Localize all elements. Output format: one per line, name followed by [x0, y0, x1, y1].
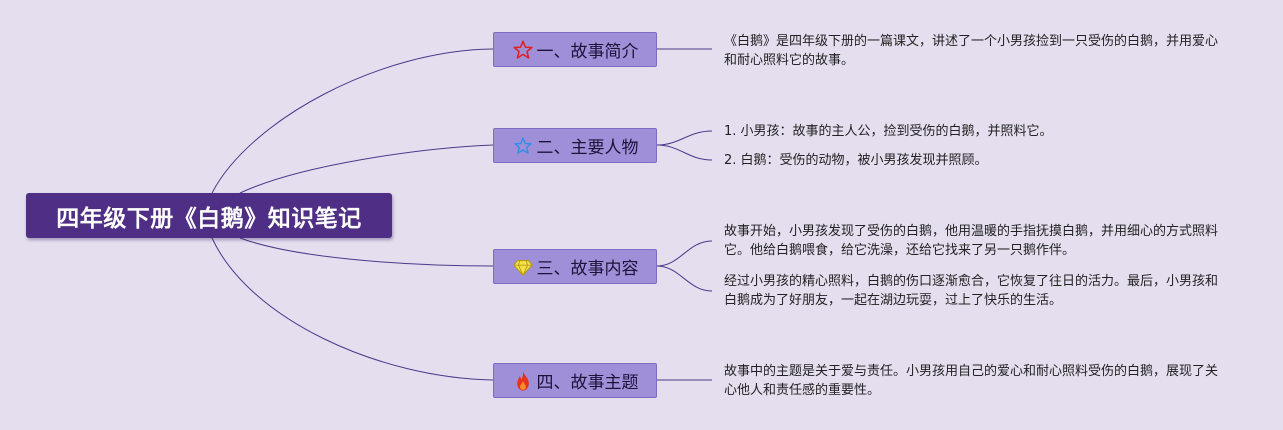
- leaf-character-goose: 2. 白鹅：受伤的动物，被小男孩发现并照顾。: [724, 153, 988, 168]
- branch-story-content[interactable]: 三、故事内容: [493, 249, 657, 284]
- connector-root-to-branch-2: [239, 144, 494, 194]
- leaf-content-beginning: 故事开始，小男孩发现了受伤的白鹅，他用温暖的手指抚摸白鹅，并用细心的方式照料它。…: [724, 224, 1219, 258]
- branch-label: 二、主要人物: [536, 138, 639, 158]
- connector-root-to-branch-4: [211, 237, 494, 381]
- root-topic[interactable]: 四年级下册《白鹅》知识笔记: [26, 193, 392, 238]
- branch-story-theme[interactable]: 四、故事主题: [493, 363, 657, 398]
- red-flame-icon: [512, 370, 534, 392]
- connector-branch-2-to-leaf-2: [656, 144, 713, 161]
- connector-branch-2-to-leaf-1: [656, 130, 713, 146]
- branch-story-intro[interactable]: 一、故事简介: [493, 32, 657, 67]
- leaf-character-boy: 1. 小男孩：故事的主人公，捡到受伤的白鹅，并照料它。: [724, 124, 1053, 139]
- yellow-diamond-icon: [512, 256, 534, 278]
- red-star-icon: [512, 39, 534, 61]
- connector-branch-3-to-leaf-2: [656, 265, 713, 292]
- branch-label: 三、故事内容: [536, 259, 639, 279]
- branch-main-characters[interactable]: 二、主要人物: [493, 128, 657, 163]
- leaf-story-intro: 《白鹅》是四年级下册的一篇课文，讲述了一个小男孩捡到一只受伤的白鹅，并用爱心和耐…: [724, 34, 1219, 68]
- connector-branch-3-to-leaf-1: [656, 240, 713, 267]
- root-title: 四年级下册《白鹅》知识笔记: [56, 205, 362, 232]
- blue-star-icon: [512, 135, 534, 157]
- leaf-story-theme: 故事中的主题是关于爱与责任。小男孩用自己的爱心和耐心照料受伤的白鹅，展现了关心他…: [724, 364, 1219, 398]
- connector-root-to-branch-1: [211, 48, 494, 194]
- branch-label: 一、故事简介: [536, 42, 639, 62]
- connector-root-to-branch-3: [239, 237, 494, 267]
- branch-label: 四、故事主题: [536, 373, 639, 393]
- leaf-content-ending: 经过小男孩的精心照料，白鹅的伤口逐渐愈合，它恢复了往日的活力。最后，小男孩和白鹅…: [724, 274, 1219, 308]
